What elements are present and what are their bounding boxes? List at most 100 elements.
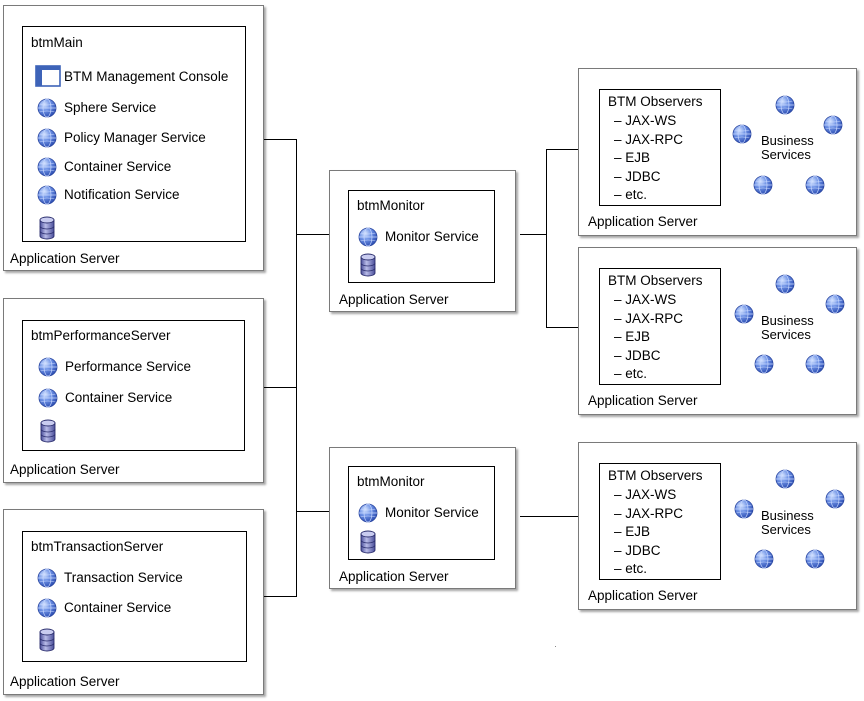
globe-icon [38,357,58,377]
observer-item: – EJB [614,150,651,165]
component-name: btmMonitor [357,198,425,213]
connector-to-observer1 [546,149,578,150]
observers-title: BTM Observers [608,94,703,109]
globe-icon [37,98,57,118]
business-services-label: Business [761,508,814,523]
service-label: Container Service [65,390,173,405]
globe-icon [358,503,378,523]
observer-item: – etc. [614,366,648,381]
globe-icon [358,227,378,247]
connector-to-monitor2 [296,511,329,512]
globe-icon [37,157,57,177]
globe-icon [825,489,845,509]
server-monitor-2: btmMonitor Monitor Service Application S… [329,447,516,589]
globe-icon [775,274,795,294]
server-monitor-1: btmMonitor Monitor Service Application S… [329,170,516,312]
business-services: Business Services [729,270,849,380]
observers-box: BTM Observers – JAX-WS – JAX-RPC – EJB –… [599,463,721,580]
globe-icon [754,549,774,569]
globe-icon [754,354,774,374]
observer-item: – etc. [614,187,648,202]
component-monitor-1: btmMonitor Monitor Service [348,190,495,283]
connector-transaction [264,596,297,597]
globe-icon [37,128,57,148]
database-icon [360,530,376,554]
component-name: btmPerformanceServer [31,328,171,343]
server-label: Application Server [10,251,120,266]
globe-icon [37,185,57,205]
business-services-label: Business [761,133,814,148]
connector-right-trunk [546,149,547,327]
service-label: Notification Service [64,187,180,202]
connector-monitor1-out [520,234,547,235]
server-observer-2: BTM Observers – JAX-WS – JAX-RPC – EJB –… [578,247,857,415]
server-observer-3: BTM Observers – JAX-WS – JAX-RPC – EJB –… [578,442,857,610]
observer-item: – JDBC [614,348,661,363]
server-label: Application Server [10,674,120,689]
business-services-label: Services [761,327,811,342]
connector-left-trunk [296,139,297,597]
observer-item: – JAX-RPC [614,506,684,521]
service-label: Performance Service [65,359,192,374]
connector-to-monitor1 [296,234,329,235]
observers-title: BTM Observers [608,273,703,288]
globe-icon [805,354,825,374]
service-label: Container Service [64,159,172,174]
globe-icon [775,469,795,489]
observers-box: BTM Observers – JAX-WS – JAX-RPC – EJB –… [599,89,721,206]
component-name: btmTransactionServer [31,539,164,554]
business-services-label: Services [761,147,811,162]
database-icon [39,216,55,240]
component-name: btmMonitor [357,474,425,489]
server-performance: btmPerformanceServer Performance Service… [3,298,264,483]
server-main: btmMain BTM Management Console Sphere Se… [3,5,264,271]
component-transaction: btmTransactionServer Transaction Service… [22,531,247,662]
business-services: Business Services [729,465,849,575]
stray-dot [555,646,556,647]
database-icon [40,419,56,443]
service-label: Sphere Service [64,100,157,115]
observer-item: – EJB [614,329,651,344]
observer-item: – JAX-WS [614,113,677,128]
globe-icon [38,388,58,408]
observer-item: – etc. [614,561,648,576]
globe-icon [37,568,57,588]
globe-icon [823,115,843,135]
service-label: Transaction Service [64,570,183,585]
business-services: Business Services [729,91,849,201]
observer-item: – JAX-RPC [614,132,684,147]
globe-icon [753,175,773,195]
globe-icon [734,304,754,324]
observer-item: – JDBC [614,169,661,184]
server-label: Application Server [588,393,698,408]
window-icon [35,65,61,87]
globe-icon [734,499,754,519]
server-label: Application Server [10,462,120,477]
observer-item: – EJB [614,524,651,539]
service-label: Container Service [64,600,172,615]
globe-icon [805,175,825,195]
server-label: Application Server [588,588,698,603]
server-observer-1: BTM Observers – JAX-WS – JAX-RPC – EJB –… [578,68,857,236]
globe-icon [825,294,845,314]
database-icon [360,253,376,277]
globe-icon [732,124,752,144]
console-label: BTM Management Console [64,69,229,84]
database-icon [39,628,55,652]
connector-to-observer2 [546,327,578,328]
component-monitor-2: btmMonitor Monitor Service [348,466,495,560]
server-label: Application Server [339,569,449,584]
service-label: Monitor Service [385,505,479,520]
observers-box: BTM Observers – JAX-WS – JAX-RPC – EJB –… [599,268,721,385]
connector-main [264,139,297,140]
component-main: btmMain BTM Management Console Sphere Se… [22,26,246,242]
business-services-label: Services [761,522,811,537]
server-label: Application Server [339,292,449,307]
server-label: Application Server [588,214,698,229]
connector-performance [264,387,297,388]
service-label: Policy Manager Service [64,130,206,145]
component-name: btmMain [31,35,83,50]
server-transaction: btmTransactionServer Transaction Service… [3,509,264,695]
globe-icon [775,95,795,115]
globe-icon [805,549,825,569]
